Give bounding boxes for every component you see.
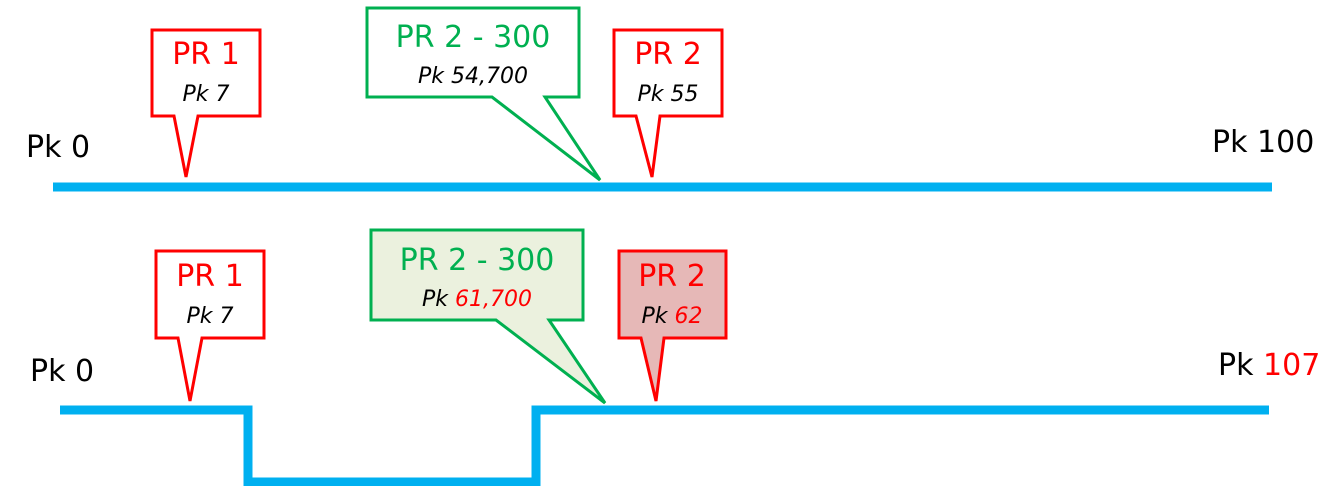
bottom-end-label-value: 107 <box>1263 348 1321 383</box>
bottom-end-label-prefix: Pk <box>1218 348 1254 383</box>
bottom-callout-pr2-shape <box>617 249 728 402</box>
bottom-callout-pr2: PR 2 Pk 62 <box>617 249 728 402</box>
top-callout-pr2-title: PR 2 <box>634 37 702 72</box>
top-callout-pr1-pk: Pk 7 <box>182 82 229 107</box>
bottom-end-label: Pk 107 <box>1218 351 1320 381</box>
bottom-callout-pr1: PR 1 Pk 7 <box>154 249 266 402</box>
top-start-label: Pk 0 <box>26 130 91 165</box>
top-callout-pr1-title: PR 1 <box>172 37 240 72</box>
top-end-label-prefix: Pk <box>1212 125 1248 160</box>
bottom-callout-pr1-shape <box>154 249 266 402</box>
bottom-callout-pr1-pk-value: 7 <box>220 304 234 329</box>
top-callout-pr2-300-pk: Pk 54,700 <box>418 64 528 89</box>
top-callout-pr2-300-pk-value: 54,700 <box>451 64 528 89</box>
top-end-label: Pk 100 <box>1212 128 1314 158</box>
top-callout-pr2-300: PR 2 - 300 Pk 54,700 <box>365 6 602 182</box>
bottom-callout-pr2-pk: Pk 62 <box>641 304 702 329</box>
bottom-callout-pr1-title: PR 1 <box>176 259 244 294</box>
bottom-callout-pr2-300-pk-prefix: Pk <box>422 287 449 312</box>
top-end-label-value: 100 <box>1257 125 1315 160</box>
top-callout-pr2-300-pk-prefix: Pk <box>418 64 445 89</box>
bottom-road-line <box>60 405 1269 486</box>
top-callout-pr2-300-shape <box>365 6 602 182</box>
top-callout-pr2: PR 2 Pk 55 <box>612 28 724 178</box>
bottom-start-label: Pk 0 <box>30 354 95 389</box>
bottom-callout-pr2-300: PR 2 - 300 Pk 61,700 <box>369 228 607 405</box>
bottom-callout-pr2-title: PR 2 <box>638 259 706 294</box>
top-callout-pr1: PR 1 Pk 7 <box>150 28 262 178</box>
top-callout-pr2-pk: Pk 55 <box>637 82 698 107</box>
bottom-callout-pr2-300-pk-value: 61,700 <box>455 287 532 312</box>
top-callout-pr2-300-title: PR 2 - 300 <box>396 20 551 55</box>
top-callout-pr2-pk-value: 55 <box>671 82 699 107</box>
bottom-callout-pr1-pk: Pk 7 <box>186 304 233 329</box>
bottom-callout-pr2-300-pk: Pk 61,700 <box>422 287 532 312</box>
top-callout-pr2-shape <box>612 28 724 178</box>
bottom-callout-pr2-pk-value: 62 <box>675 304 703 329</box>
bottom-callout-pr2-pk-prefix: Pk <box>641 304 668 329</box>
bottom-callout-pr1-pk-prefix: Pk <box>186 304 213 329</box>
top-callout-pr1-pk-value: 7 <box>216 82 230 107</box>
bottom-callout-pr2-300-title: PR 2 - 300 <box>400 243 555 278</box>
top-callout-pr1-shape <box>150 28 262 178</box>
top-callout-pr1-pk-prefix: Pk <box>182 82 209 107</box>
bottom-callout-pr2-300-shape <box>369 228 607 405</box>
top-callout-pr2-pk-prefix: Pk <box>637 82 664 107</box>
